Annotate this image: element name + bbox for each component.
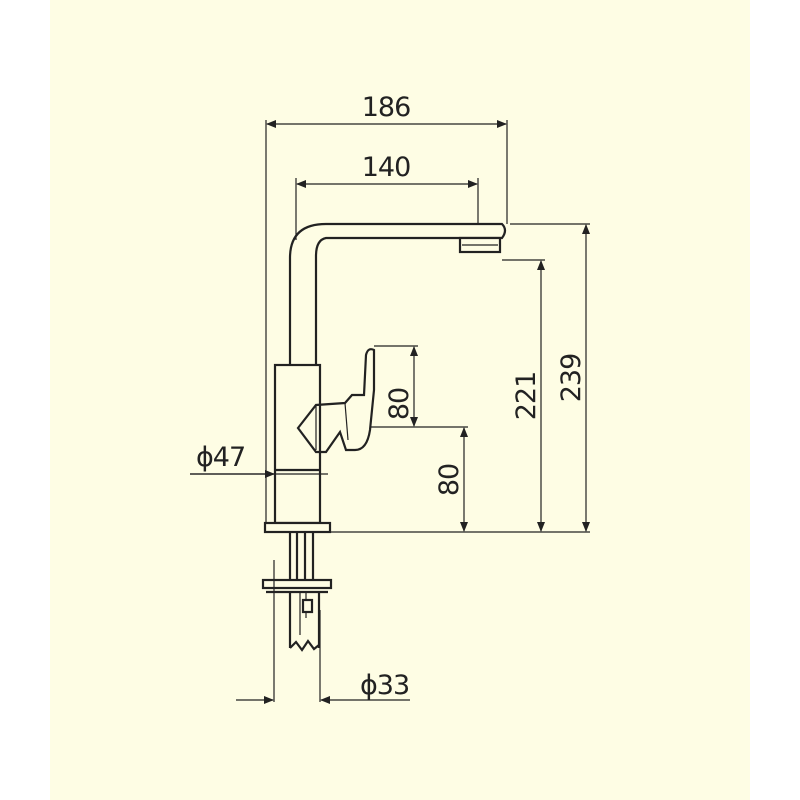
dimension-labels: 186 140 239 221 80 80 ϕ47 ϕ33 [196,92,587,701]
dim-140-label: 140 [362,152,411,183]
base-plate [263,521,332,534]
mounting-shank [261,532,333,652]
dim-221-label: 221 [511,372,542,421]
faucet-outline [261,222,507,652]
faucet-body [273,363,322,525]
dim-239-label: 239 [556,354,587,403]
drawing-sheet: 186 140 239 221 80 80 ϕ47 ϕ33 [50,0,750,800]
lever-handle [296,348,376,454]
dim-186-label: 186 [362,92,411,123]
dim-33-label: ϕ33 [360,670,409,701]
dim-80-lever-label: 80 [384,388,415,420]
spout-tube [288,222,507,365]
dim-47-label: ϕ47 [196,442,245,473]
dimension-lines [190,120,590,704]
faucet-technical-drawing: 186 140 239 221 80 80 ϕ47 ϕ33 [190,92,590,704]
dim-80-base-label: 80 [434,464,465,496]
